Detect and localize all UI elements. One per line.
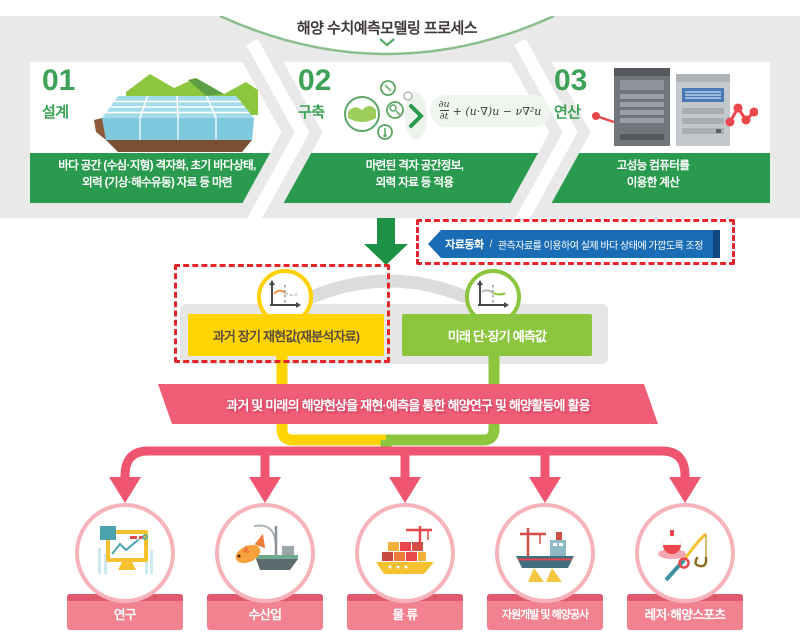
data-line-icon (728, 105, 756, 123)
data-assimilation-banner: 자료동화 / 관측자료를 이용하여 실제 바다 상태에 가깝도록 조정 (428, 230, 720, 258)
assimilation-desc: 관측자료를 이용하여 실제 바다 상태에 가깝도록 조정 (497, 240, 704, 252)
future-box-label: 미래 단·장기 예측값 (447, 328, 547, 344)
app-circle-leisure (635, 503, 735, 603)
down-arrow-icon (364, 218, 408, 265)
title-arc-border (219, 16, 555, 56)
step3-desc: 고성능 컴퓨터를 이용한 계산 (616, 160, 690, 189)
future-forecast-box: 미래 단·장기 예측값 (402, 314, 592, 356)
usage-banner: 과거 및 미래의 해양현상을 재현·예측을 통한 해양연구 및 해양활동에 활용 (158, 384, 658, 424)
step3-name: 연산 (554, 104, 581, 121)
equation-fraction: ∂u∂t (438, 98, 450, 122)
assimilation-highlight-box (416, 219, 735, 265)
future-graph-icon (477, 280, 509, 308)
monitor-chart-icon (98, 526, 153, 574)
step2-number: 02 (298, 64, 332, 97)
down-arrowhead-icon (109, 477, 141, 503)
down-arrowhead-icon (389, 477, 421, 503)
app-circle-resource (495, 503, 595, 603)
step2-desc: 마련된 격자 공간정보, 외력 자료 등 적용 (365, 160, 464, 189)
app-circle-fishery (215, 503, 315, 603)
down-arrowhead-icon (669, 477, 701, 503)
step-desc-band (30, 153, 770, 203)
chevron-separator-icon (514, 38, 578, 218)
down-arrowhead-icon (249, 477, 281, 503)
equation-rest: + (u·∇)u − ν∇²u (452, 104, 542, 118)
assimilation-divider: / (489, 238, 493, 250)
step2-name: 구축 (298, 104, 325, 121)
fishing-rod-icon (658, 530, 708, 582)
hpc-server-illustration (592, 68, 758, 146)
past-graph-icon (269, 280, 301, 308)
construction-ship-icon (516, 528, 574, 582)
chevron-right-icon (409, 104, 424, 128)
terrain-grid-illustration (94, 74, 258, 152)
step1-name: 설계 (42, 104, 69, 121)
past-box-label: 과거 장기 재현값(재분석자료) (212, 328, 360, 344)
usage-banner-text: 과거 및 미래의 해양현상을 재현·예측을 통한 해양연구 및 해양활동에 활용 (226, 397, 590, 413)
assimilation-title: 자료동화 (445, 239, 484, 251)
fish-boat-icon (235, 524, 298, 570)
model-input-illustration (344, 80, 427, 140)
past-highlight-box (174, 264, 390, 363)
page-title: 해양 수치예측모델링 프로세스 (296, 20, 478, 37)
banner-fold-edge (713, 230, 720, 258)
step1-number: 01 (42, 64, 76, 97)
down-arrowhead-icon (529, 477, 561, 503)
step3-number: 03 (554, 64, 588, 97)
chevron-separator-icon (246, 38, 310, 218)
app-circle-research (75, 503, 175, 603)
cargo-ship-icon (376, 526, 434, 574)
app-circle-logistics (355, 503, 455, 603)
navier-stokes-equation: ∂u∂t + (u·∇)u − ν∇²u (430, 95, 550, 127)
chevron-down-icon (379, 38, 395, 47)
past-reanalysis-box: 과거 장기 재현값(재분석자료) (188, 314, 384, 356)
step1-desc: 바다 공간 (수심·지형) 격자화, 초기 바다상태, 외력 (기상·해수유동)… (58, 160, 256, 189)
